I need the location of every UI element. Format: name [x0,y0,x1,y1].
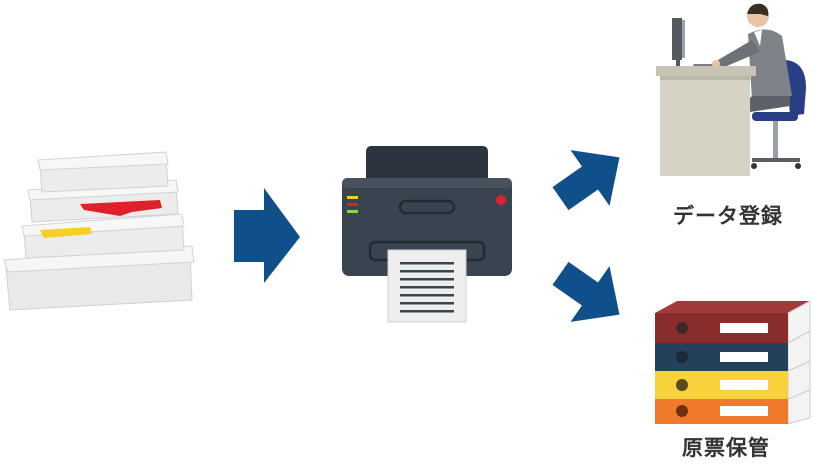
office-worker-icon [656,3,806,176]
binder-stack-icon [655,300,811,425]
arrow-up-right-icon [552,150,620,211]
printer-icon [342,146,512,323]
arrow-down-right-icon [552,261,620,322]
paper-stack-icon [3,151,195,311]
label-data-entry: データ登録 [673,204,783,228]
arrow-right-icon [234,188,300,283]
label-archive: 原票保管 [682,436,770,460]
